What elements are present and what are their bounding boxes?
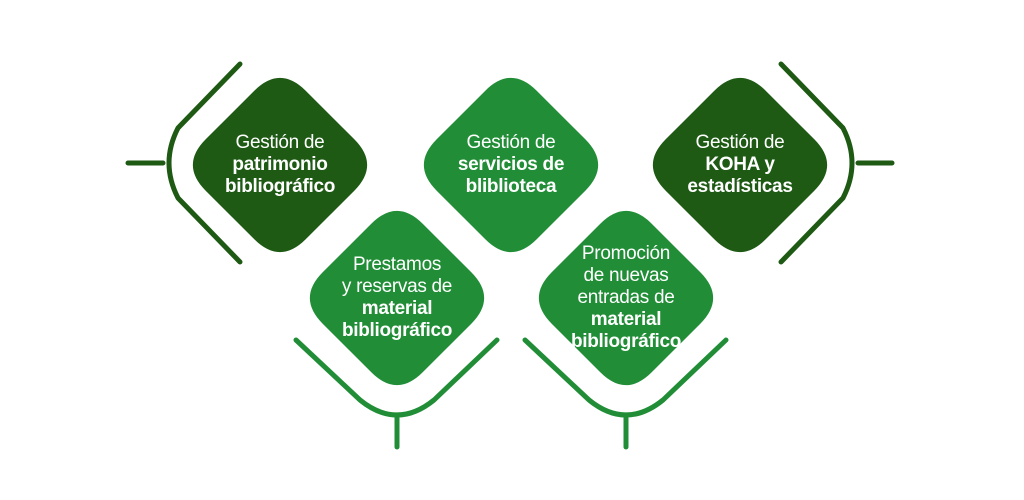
card-bold-line: patrimonio — [232, 154, 328, 175]
card-light-line: Promoción — [581, 243, 671, 264]
card-bold-line: KOHA y — [705, 154, 775, 175]
bottom-bracket-left — [293, 337, 500, 450]
card-bold-line: material — [590, 309, 662, 330]
diamond-shape — [423, 77, 599, 253]
card-bold-line: material — [361, 298, 433, 319]
card-light-line: Gestión de — [466, 132, 556, 153]
diamond-shape — [652, 77, 828, 253]
card-light-line: de nuevas — [583, 265, 669, 286]
card-light-line: entradas de — [577, 287, 675, 308]
diamond-shape — [192, 77, 368, 253]
card-light-line: Gestión de — [235, 132, 325, 153]
card-light-line: Prestamos — [352, 254, 442, 275]
card-bold-line: servicios de — [457, 154, 565, 175]
diamond-shapes — [192, 77, 828, 386]
card-light-line: Gestión de — [695, 132, 785, 153]
card-bold-line: bibliográfico — [341, 320, 453, 341]
card-light-line: y reservas de — [341, 276, 453, 297]
card-bold-line: bibliográfico — [570, 331, 682, 352]
card-bold-line: bliblioteca — [465, 176, 557, 197]
diamond-shape — [309, 210, 485, 386]
diamond-shape — [538, 210, 714, 386]
card-bold-line: estadísticas — [687, 176, 793, 197]
bottom-bracket-right — [522, 337, 729, 450]
card-bold-line: bibliográfico — [224, 176, 336, 197]
left-bracket — [125, 61, 243, 265]
right-bracket — [778, 61, 895, 265]
